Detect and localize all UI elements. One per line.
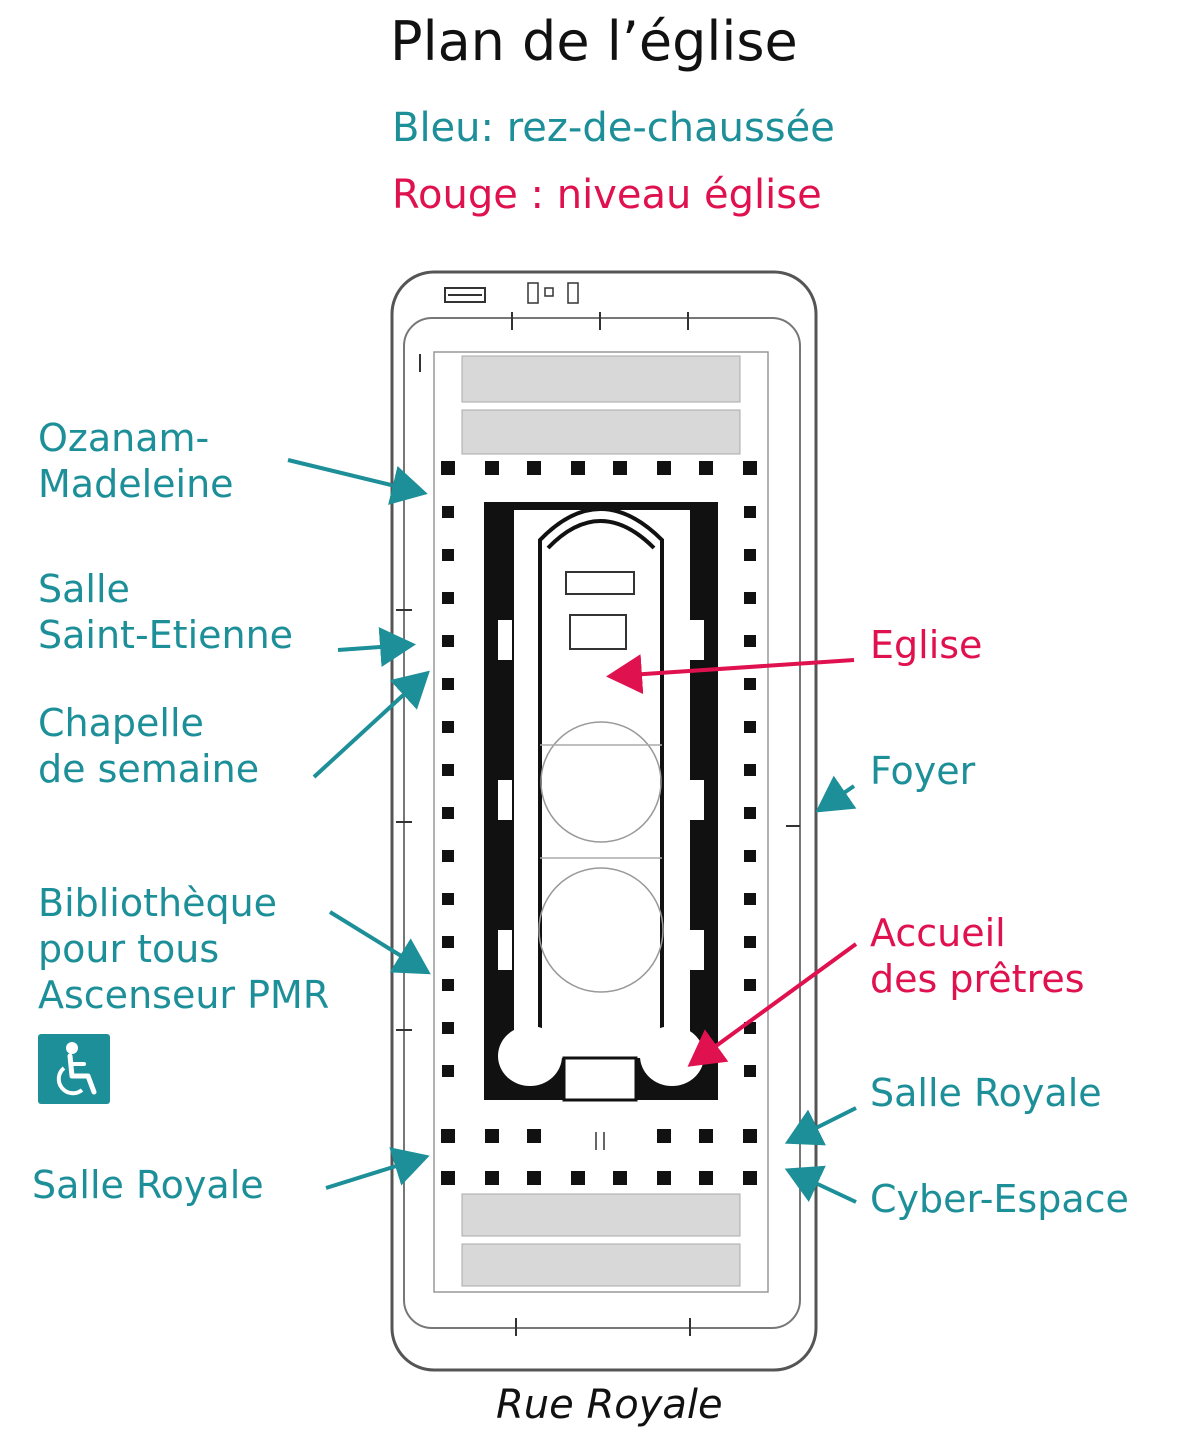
column: [571, 461, 585, 475]
column: [744, 936, 756, 948]
column: [442, 721, 454, 733]
column: [442, 506, 454, 518]
column: [442, 549, 454, 561]
column: [743, 1171, 757, 1185]
label-line: pour tous: [38, 927, 220, 971]
column: [442, 764, 454, 776]
label-line: Salle: [38, 567, 130, 611]
column: [657, 1171, 671, 1185]
column: [442, 678, 454, 690]
label-line: Ozanam-: [38, 416, 210, 460]
column: [744, 979, 756, 991]
arrow-accueil: [687, 942, 858, 1067]
label-line: des prêtres: [870, 957, 1085, 1001]
arrow-foyer: [815, 775, 857, 813]
column: [744, 850, 756, 862]
column: [744, 893, 756, 905]
arrow-salle-royale-left: [325, 1147, 430, 1190]
column: [442, 893, 454, 905]
column: [571, 1171, 585, 1185]
column: [442, 850, 454, 862]
column: [442, 635, 454, 647]
label-line: Madeleine: [38, 462, 234, 506]
column: [699, 1171, 713, 1185]
column: [744, 678, 756, 690]
arrow-ozanam: [287, 458, 428, 505]
column: [744, 721, 756, 733]
wheelchair-icon: [38, 1034, 110, 1104]
column: [657, 461, 671, 475]
arrow-bibliotheque: [328, 910, 431, 975]
label-ozanam: Ozanam- Madeleine: [38, 415, 234, 507]
arrow-cyber: [784, 1165, 857, 1204]
column: [442, 979, 454, 991]
legend-red: Rouge : niveau église: [392, 172, 822, 218]
column: [744, 1065, 756, 1077]
column: [613, 461, 627, 475]
label-line: Ascenseur PMR: [38, 973, 330, 1017]
column: [485, 1171, 499, 1185]
column: [744, 549, 756, 561]
column: [442, 807, 454, 819]
column: [485, 1129, 499, 1143]
column: [744, 635, 756, 647]
arrow-saint-etienne: [337, 627, 416, 667]
label-line: Saint-Etienne: [38, 613, 294, 657]
label-line: Chapelle: [38, 701, 204, 745]
column: [442, 1022, 454, 1034]
column: [744, 764, 756, 776]
label-line: Accueil: [870, 911, 1006, 955]
page-title: Plan de l’église: [390, 10, 798, 73]
column: [744, 807, 756, 819]
column: [527, 461, 541, 475]
arrow-chapelle: [312, 670, 430, 779]
label-salle-royale-right: Salle Royale: [870, 1071, 1102, 1115]
column: [442, 1065, 454, 1077]
label-foyer: Foyer: [870, 749, 976, 793]
column: [441, 1129, 455, 1143]
column: [527, 1129, 541, 1143]
column: [699, 461, 713, 475]
column: [743, 1129, 757, 1143]
legend-blue: Bleu: rez-de-chaussée: [392, 105, 835, 151]
label-eglise: Eglise: [870, 623, 983, 667]
column: [527, 1171, 541, 1185]
label-line: de semaine: [38, 747, 260, 791]
arrow-eglise: [606, 654, 855, 695]
label-salle-royale-left: Salle Royale: [32, 1163, 264, 1207]
column: [699, 1129, 713, 1143]
label-bibliotheque: Bibliothèque pour tous Ascenseur PMR: [38, 880, 329, 1018]
column: [657, 1129, 671, 1143]
street-name: Rue Royale: [496, 1382, 723, 1428]
label-chapelle: Chapelle de semaine: [38, 700, 259, 792]
column: [743, 461, 757, 475]
column: [744, 592, 756, 604]
arrow-salle-royale-right: [784, 1106, 857, 1146]
colonnade: [441, 461, 757, 1185]
label-saint-etienne: Salle Saint-Etienne: [38, 566, 293, 658]
column: [441, 1171, 455, 1185]
column: [441, 461, 455, 475]
label-line: Bibliothèque: [38, 881, 278, 925]
column: [442, 936, 454, 948]
label-accueil: Accueil des prêtres: [870, 910, 1085, 1002]
column: [442, 592, 454, 604]
column: [485, 461, 499, 475]
outer-wall: [390, 270, 818, 1372]
label-cyber: Cyber-Espace: [870, 1177, 1129, 1221]
column: [613, 1171, 627, 1185]
column: [744, 506, 756, 518]
